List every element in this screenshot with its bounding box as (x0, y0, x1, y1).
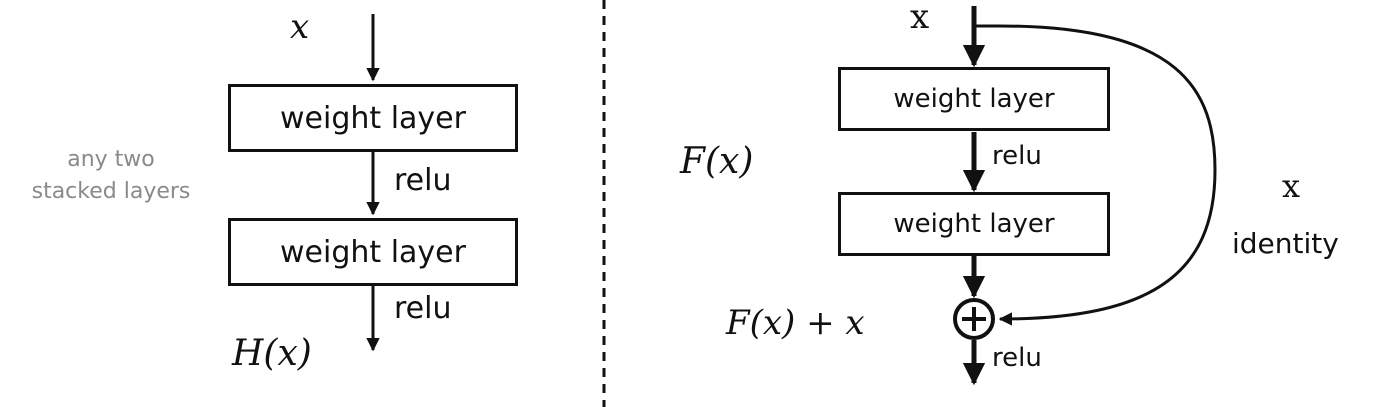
residual-output-relu-label: relu (992, 343, 1042, 373)
residual-weight-layer-1-label: weight layer (893, 84, 1055, 114)
plain-weight-layer-1-label: weight layer (280, 100, 466, 136)
residual-relu1-label: relu (992, 141, 1042, 171)
plain-weight-layer-2-label: weight layer (280, 234, 466, 270)
shortcut-identity-label: identity (1232, 227, 1339, 260)
plain-weight-layer-1: weight layer (228, 84, 518, 152)
residual-weight-layer-2-label: weight layer (893, 209, 1055, 239)
plain-input-label: x (290, 7, 310, 47)
residual-function-label: F(x) (680, 141, 754, 182)
residual-input-label: x (910, 0, 930, 37)
plain-weight-layer-2: weight layer (228, 218, 518, 286)
residual-weight-layer-2: weight layer (838, 192, 1110, 256)
side-note-line-2: stacked layers (31, 178, 191, 204)
plain-relu2-label: relu (394, 291, 452, 326)
side-note: any two stacked layers (10, 144, 212, 208)
residual-weight-layer-1: weight layer (838, 67, 1110, 131)
plain-relu1-label: relu (394, 163, 452, 198)
shortcut-variable-label: x (1282, 167, 1301, 205)
plain-output-label: H(x) (232, 333, 312, 374)
identity-shortcut-arrow (976, 24, 1217, 326)
residual-sum-label: F(x) + x (726, 303, 865, 343)
side-note-line-1: any two (67, 147, 155, 172)
